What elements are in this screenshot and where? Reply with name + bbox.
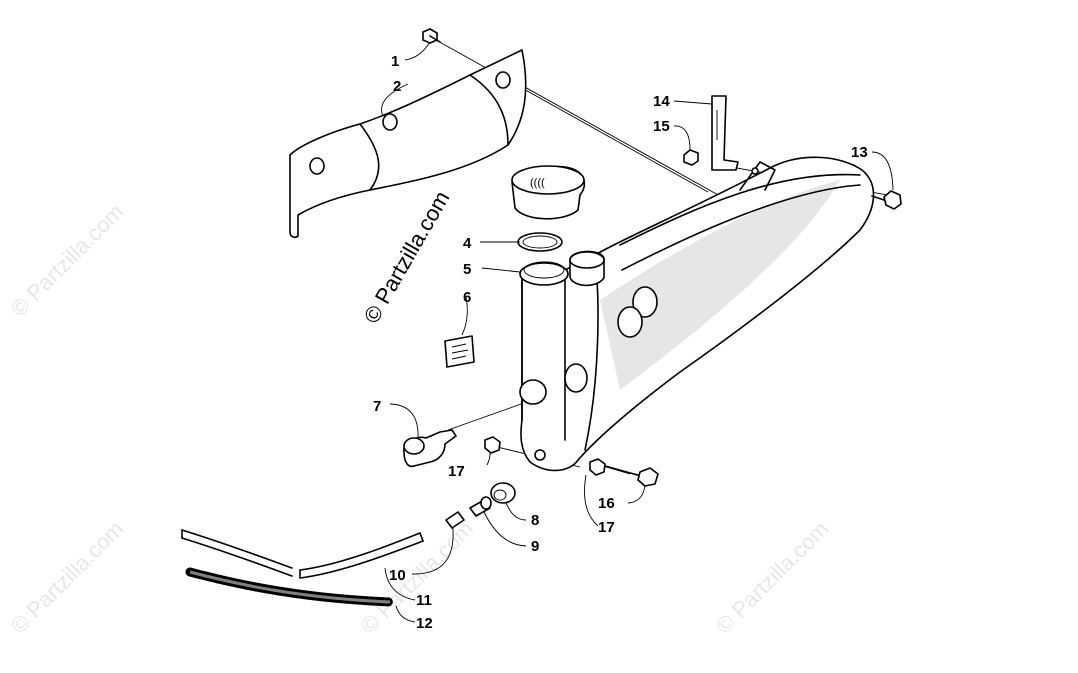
nut-part-17-right [589,458,606,476]
watermark-main: © Partzilla.com [359,187,455,328]
fitting-part-9 [469,496,492,517]
sleeve-part-12 [185,567,395,607]
callout-7: 7 [373,398,381,415]
nut-part-15 [683,149,699,166]
callout-1: 1 [391,53,399,70]
heat-shield-part-2 [289,49,527,238]
fuel-tank [519,156,875,472]
watermark-faint: © Partzilla.com [6,516,129,639]
callout-11: 11 [416,592,432,609]
callout-14: 14 [653,93,670,110]
callout-9: 9 [531,538,539,555]
callout-13: 13 [851,144,868,161]
callout-2: 2 [393,78,401,95]
o-ring-part-4 [517,232,563,252]
callout-17-left: 17 [448,463,465,480]
filler-neck-part-5 [519,250,605,287]
watermark-faint: © Partzilla.com [711,516,834,639]
nut-part-17-left [484,436,501,454]
callout-8: 8 [531,512,539,529]
cap-marking: (((( [530,177,545,189]
callout-labels: 1 2 4 5 6 7 8 9 10 11 12 13 14 15 16 17 … [373,53,868,632]
clamp-part-10 [445,511,465,529]
callout-17-right: 17 [598,519,615,536]
callout-12: 12 [416,615,433,632]
callout-16: 16 [598,495,615,512]
callout-10: 10 [389,567,406,584]
grommet-part-8 [490,482,516,504]
bolt-part-13 [871,190,902,210]
hose-part-11 [181,529,424,579]
callout-6: 6 [463,289,471,306]
callout-4: 4 [463,235,472,252]
fuel-cap: (((( [511,165,586,220]
watermark-faint: © Partzilla.com [6,199,129,322]
valve-part-7 [403,429,457,468]
bolt-part-16 [604,465,659,487]
decal-part-6 [444,335,475,368]
bolt-part-1 [422,28,441,44]
callout-15: 15 [653,118,670,135]
strap-part-14 [711,95,739,171]
callout-5: 5 [463,261,471,278]
